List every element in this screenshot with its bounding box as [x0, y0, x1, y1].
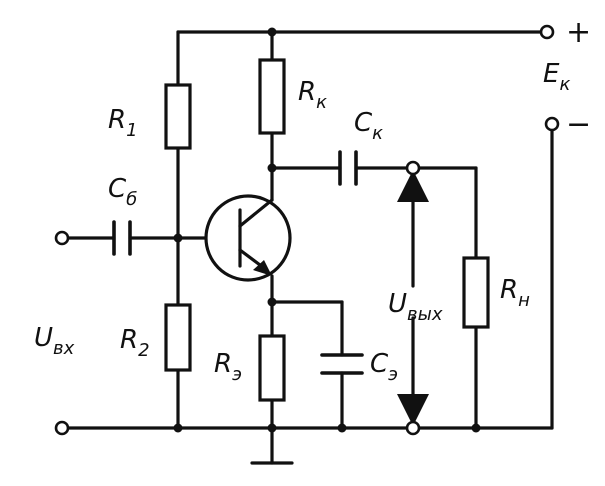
label-uvx: Uвх [34, 323, 75, 359]
terminal-output-bottom [405, 420, 421, 436]
supply-minus-sign: − [566, 107, 591, 142]
capacitor-ce [320, 353, 364, 375]
label-ck: Cк [354, 108, 383, 144]
node-base [173, 233, 183, 243]
terminal-plus [539, 24, 555, 40]
terminal-input-bottom [54, 420, 70, 436]
label-ce: Cэ [370, 349, 398, 385]
resistor-rn [462, 256, 490, 329]
label-re: Rэ [214, 349, 242, 385]
resistor-r2 [164, 303, 192, 372]
terminal-input-top [54, 230, 70, 246]
capacitor-ck [338, 150, 358, 186]
label-r2: R2 [120, 325, 150, 361]
node-ground-left [173, 423, 183, 433]
resistor-re [258, 334, 286, 402]
terminal-minus [544, 116, 560, 132]
capacitor-cb [112, 220, 132, 256]
node-collector [267, 27, 277, 37]
terminal-output-top [405, 160, 421, 176]
node-collector-out [267, 163, 277, 173]
label-ek: Eк [543, 59, 570, 95]
resistor-rk [258, 58, 286, 135]
label-r1: R1 [108, 105, 138, 141]
node-ground-center [267, 423, 277, 433]
node-ground-ce [337, 423, 347, 433]
transistor-pnp [204, 194, 292, 282]
label-rn: Rн [500, 275, 530, 311]
node-ground-rn [471, 423, 481, 433]
label-cb: Cб [108, 174, 137, 210]
label-rk: Rк [298, 77, 327, 113]
supply-plus-sign: + [566, 15, 591, 50]
resistor-r1 [164, 83, 192, 150]
label-uvyx: Uвых [388, 289, 443, 325]
node-emitter [267, 297, 277, 307]
